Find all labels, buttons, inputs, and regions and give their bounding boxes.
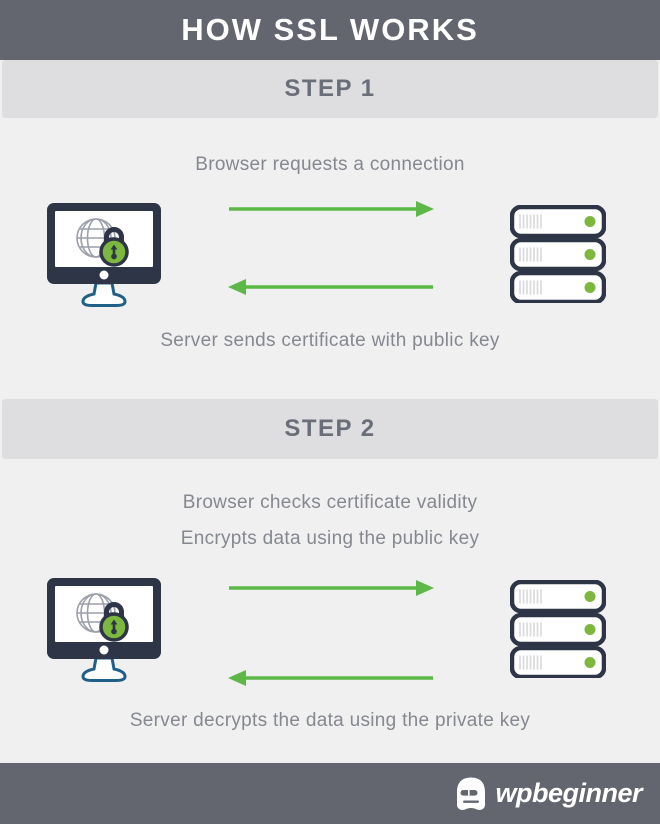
step1-bar: STEP 1 bbox=[2, 60, 658, 118]
arrow-right-icon bbox=[227, 198, 435, 225]
step1-response-text: Server sends certificate with public key bbox=[160, 330, 500, 351]
arrow-left-icon bbox=[227, 276, 435, 303]
step2-label: STEP 2 bbox=[284, 415, 376, 442]
monitor-globe-lock-icon bbox=[46, 577, 162, 690]
step2-decrypt-text: Server decrypts the data using the priva… bbox=[129, 710, 531, 731]
step1-section: Browser requests a connection bbox=[0, 118, 660, 399]
arrow-right-icon bbox=[227, 577, 435, 604]
step2-check-text: Browser checks certificate validity bbox=[182, 492, 478, 513]
page-title: HOW SSL WORKS bbox=[181, 12, 479, 47]
step2-section: Browser checks certificate validity Encr… bbox=[0, 459, 660, 763]
server-stack-icon bbox=[509, 204, 607, 308]
footer: wpbeginner bbox=[0, 763, 660, 824]
monitor-globe-lock-icon bbox=[46, 202, 162, 315]
step2-bar: STEP 2 bbox=[2, 399, 658, 459]
step2-encrypt-text: Encrypts data using the public key bbox=[180, 528, 480, 549]
wpbeginner-ghost-icon bbox=[454, 776, 488, 812]
step1-request-text: Browser requests a connection bbox=[195, 154, 465, 175]
arrow-left-icon bbox=[227, 667, 435, 694]
brand-name: wpbeginner bbox=[495, 778, 642, 808]
header: HOW SSL WORKS bbox=[0, 0, 660, 60]
step1-label: STEP 1 bbox=[284, 75, 376, 102]
server-stack-icon bbox=[509, 579, 607, 683]
